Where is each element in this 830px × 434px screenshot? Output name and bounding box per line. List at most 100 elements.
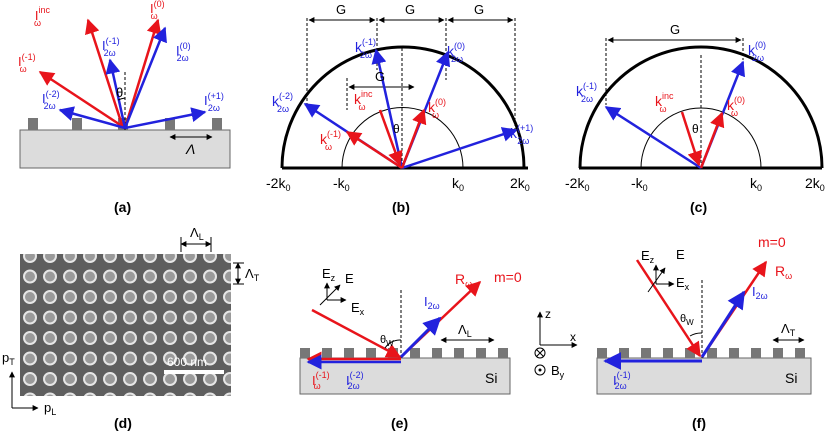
label-E: E — [345, 271, 354, 286]
vec-k-m1-2w — [371, 48, 404, 169]
label-R: Rω — [455, 271, 472, 289]
label-k-0-w: k(0)ω — [727, 95, 745, 118]
label-pT: pT — [2, 350, 15, 367]
label-theta-c: θ — [692, 122, 699, 136]
label-thetaW: θW — [680, 313, 694, 327]
G-arrows — [308, 17, 514, 90]
caption-f: (f) — [692, 415, 706, 431]
outer-semicircle — [280, 45, 526, 169]
label-r0: I(0)ω — [150, 0, 165, 21]
caption-b: (b) — [392, 199, 410, 215]
out-of-page-icon — [534, 364, 546, 376]
label-thetaW: θW — [380, 334, 394, 348]
sh-beam-minus2 — [58, 106, 126, 130]
vec-k-0-w — [400, 108, 427, 169]
panel-f: Ez E Ex m=0 Rω I2ω θW ΛT I(-1)2ω Si (f) — [596, 234, 812, 431]
label-k-0-2w: k(0)2ω — [748, 40, 766, 63]
substrate — [299, 357, 511, 395]
label-z: z — [545, 307, 551, 321]
label-m: m=0 — [758, 234, 786, 250]
substrate — [596, 357, 812, 395]
G-labels: G G G G — [336, 2, 484, 84]
label-Si: Si — [785, 370, 797, 386]
label-G-c: G — [670, 22, 680, 37]
svg-text:2k0: 2k0 — [510, 175, 530, 193]
label-Ex: Ex — [676, 275, 690, 292]
label-pL: pL — [44, 400, 56, 417]
label-theta-a: θ — [116, 85, 123, 100]
label-b-minus1: I(-1)2ω — [102, 36, 120, 58]
caption-e: (e) — [391, 415, 408, 431]
vec-k-m1-w — [345, 130, 403, 170]
svg-text:-2k0: -2k0 — [266, 175, 290, 193]
grating-bars — [597, 348, 805, 358]
into-page-icon — [534, 347, 546, 359]
label-By: By — [551, 363, 565, 380]
theta-arc — [117, 97, 126, 101]
label-theta-b: θ — [393, 122, 400, 136]
panel-d: 600 nm ΛL ΛT pT pL (d) — [2, 225, 260, 431]
svg-text:-2k0: -2k0 — [565, 175, 589, 193]
label-b-minus2: I(-2)2ω — [42, 89, 60, 111]
label-k-m1-2w: k(-1)2ω — [576, 81, 597, 104]
vec-k-m1-2w — [604, 105, 702, 170]
caption-a: (a) — [114, 199, 131, 215]
axis-ticks-c: -2k0 -k0 k0 2k0 — [565, 175, 825, 193]
incident-beam — [635, 259, 702, 358]
sh-beam-0 — [123, 26, 167, 129]
incident-beam — [85, 18, 125, 129]
caption-c: (c) — [690, 199, 707, 215]
label-k-p1-2w: k(+1)2ω — [510, 123, 533, 146]
label-I2w-m1: I(-1)2ω — [613, 370, 631, 391]
diffracted-beam-minus1 — [38, 70, 126, 130]
vec-k-inc — [378, 109, 403, 167]
svg-text:G: G — [375, 69, 385, 84]
label-Ez: Ez — [322, 266, 336, 283]
svg-text:-k0: -k0 — [333, 175, 350, 193]
dashed-verticals — [605, 38, 744, 168]
svg-text:G: G — [474, 2, 484, 17]
theta-arc — [689, 332, 703, 337]
axis-ticks-b: -2k0 -k0 k0 2k0 — [266, 175, 530, 193]
scale-bar — [164, 370, 224, 374]
substrate — [19, 129, 231, 169]
label-I2w-m2: I(-2)2ω — [346, 370, 364, 391]
sh-beam-minus1 — [105, 58, 127, 129]
label-k-m2: k(-2)2ω — [272, 91, 293, 114]
reflected-beam — [123, 18, 162, 129]
E-arrow — [319, 284, 341, 306]
label-period: Λ — [185, 141, 195, 157]
label-m: m=0 — [494, 269, 522, 285]
caption-d: (d) — [114, 415, 132, 431]
label-k-m1-2w: k(-1)2ω — [355, 37, 376, 60]
panel-b: G G G G k(-2)2ω k(-1)2ω k(0)2ω k(+1)2ω k… — [266, 2, 533, 215]
label-lambda-T: ΛT — [781, 321, 796, 338]
label-I2w: I2ω — [752, 284, 768, 301]
label-k-0-2w: k(0)2ω — [447, 41, 465, 64]
theta-arc — [384, 339, 402, 349]
label-E: E — [676, 247, 685, 262]
label-b-plus1: I(+1)2ω — [204, 91, 224, 113]
vec-k-0-w — [699, 111, 725, 169]
label-rm1: I(-1)ω — [18, 52, 36, 74]
label-k-0-w: k(0)ω — [428, 97, 446, 120]
outer-semicircle — [578, 45, 824, 169]
label-x: x — [570, 330, 576, 344]
panel-e: Ez E Ex Rω m=0 I2ω θW ΛL I(-1)ω I(-2)2ω … — [299, 266, 522, 431]
label-k-m1-w: k(-1)ω — [320, 129, 341, 152]
vec-k-p1-2w — [401, 127, 518, 170]
svg-text:G: G — [336, 2, 346, 17]
vec-k-inc — [680, 111, 703, 167]
sh-beam — [399, 316, 442, 359]
dashed-verticals — [306, 18, 516, 168]
label-b0: I(0)2ω — [176, 41, 191, 63]
svg-text:k0: k0 — [750, 175, 762, 193]
label-lambda-L: ΛL — [190, 225, 204, 242]
svg-text:k0: k0 — [452, 175, 464, 193]
sem-particles — [20, 254, 231, 396]
